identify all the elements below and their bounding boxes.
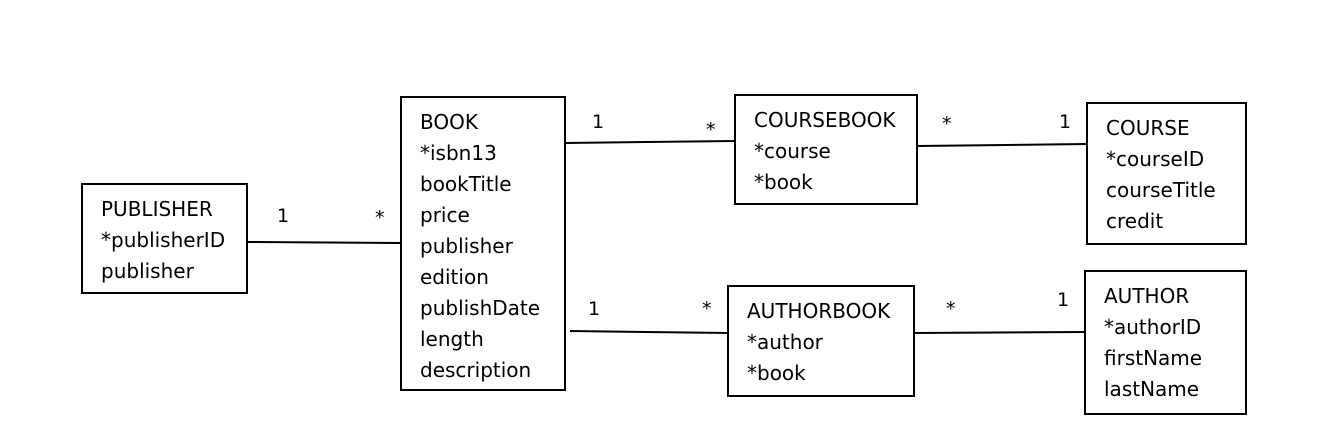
entity-attribute: publisher: [101, 259, 194, 283]
link-coursebook-course: [916, 143, 1088, 147]
multiplicity-label: *: [375, 207, 385, 229]
entity-title: COURSEBOOK: [754, 108, 896, 132]
entity-attribute: publisher: [420, 234, 513, 258]
link-publisher-book: [246, 241, 402, 244]
multiplicity-label: 1: [277, 205, 290, 227]
multiplicity-label: 1: [592, 111, 605, 133]
entity-attribute: bookTitle: [420, 172, 512, 196]
entity-attribute: firstName: [1104, 346, 1203, 370]
entity-title: AUTHOR: [1104, 284, 1190, 308]
entity-attribute: edition: [420, 265, 489, 289]
multiplicity-label: *: [942, 113, 952, 135]
multiplicity-label: 1: [1057, 289, 1070, 311]
entity-attribute: *author: [747, 330, 823, 354]
entity-attribute: *authorID: [1104, 315, 1202, 339]
entity-course: COURSE *courseID courseTitle credit: [1086, 102, 1247, 245]
entity-attribute: length: [420, 327, 484, 351]
entity-attribute: price: [420, 203, 470, 227]
entity-title: PUBLISHER: [101, 197, 213, 221]
entity-authorbook: AUTHORBOOK *author *book: [727, 285, 915, 397]
entity-attribute: *course: [754, 139, 831, 163]
entity-title: BOOK: [420, 110, 478, 134]
entity-attribute: courseTitle: [1106, 178, 1216, 202]
entity-title: COURSE: [1106, 116, 1190, 140]
entity-coursebook: COURSEBOOK *course *book: [734, 94, 918, 205]
entity-book: BOOK *isbn13 bookTitle price publisher e…: [400, 96, 566, 391]
entity-attribute: *book: [747, 361, 806, 385]
entity-attribute: *isbn13: [420, 141, 497, 165]
multiplicity-label: 1: [1059, 111, 1072, 133]
entity-author: AUTHOR *authorID firstName lastName: [1084, 270, 1247, 415]
multiplicity-label: 1: [588, 298, 601, 320]
entity-attribute: *publisherID: [101, 228, 226, 252]
link-book-coursebook: [564, 140, 736, 144]
entity-publisher: PUBLISHER *publisherID publisher: [81, 183, 248, 294]
multiplicity-label: *: [706, 119, 716, 141]
multiplicity-label: *: [946, 298, 956, 320]
link-book-authorbook: [569, 330, 730, 334]
entity-attribute: *courseID: [1106, 147, 1205, 171]
entity-title: AUTHORBOOK: [747, 299, 891, 323]
entity-attribute: lastName: [1104, 377, 1200, 401]
entity-attribute: credit: [1106, 209, 1164, 233]
link-authorbook-author: [913, 331, 1086, 334]
entity-attribute: *book: [754, 170, 813, 194]
entity-attribute: description: [420, 358, 532, 382]
multiplicity-label: *: [702, 298, 712, 320]
entity-attribute: publishDate: [420, 296, 541, 320]
